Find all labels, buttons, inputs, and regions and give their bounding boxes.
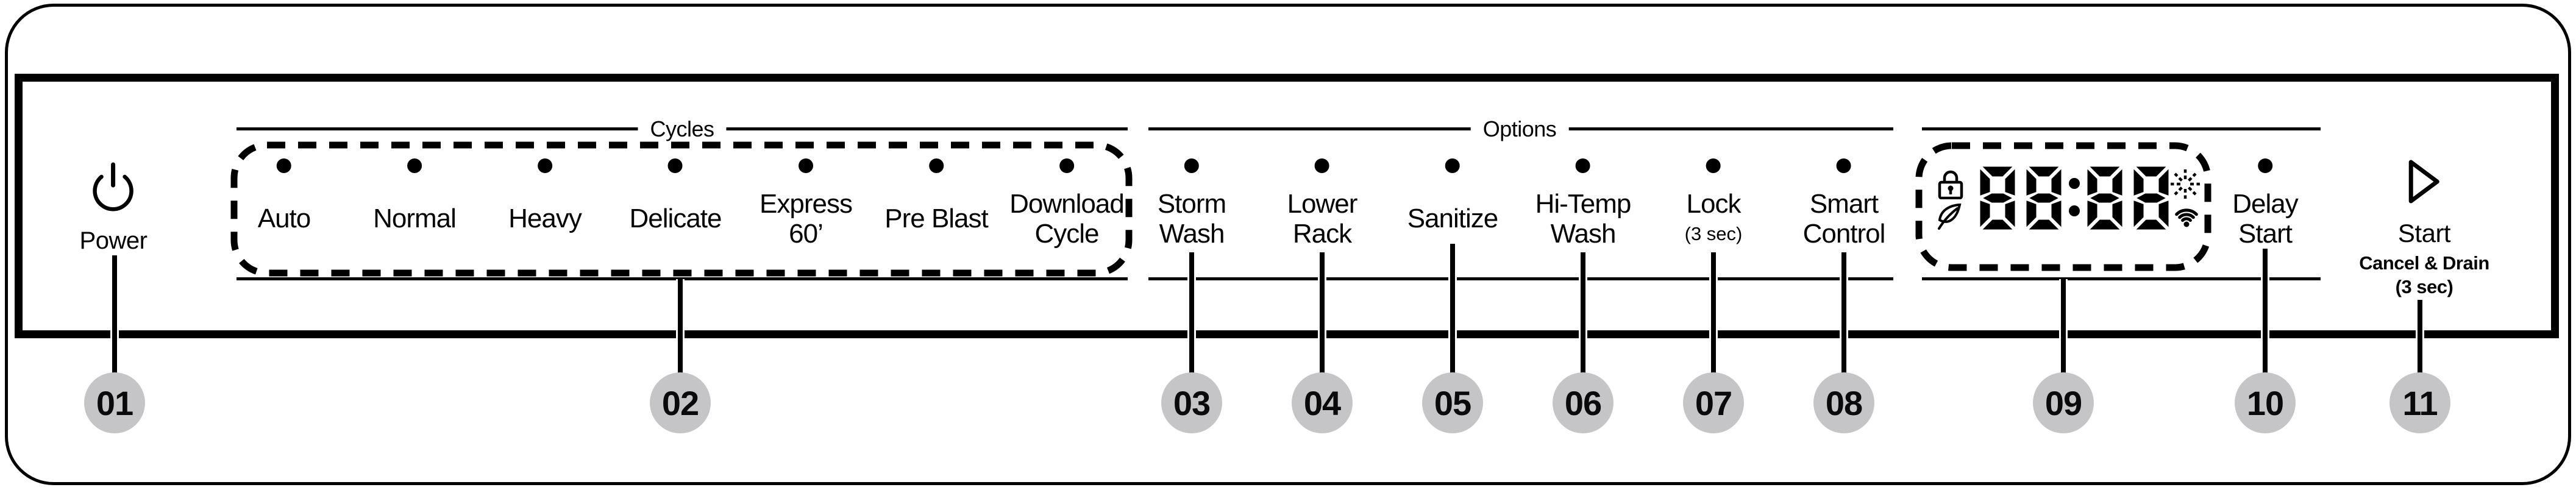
callout-number-07: 07 xyxy=(1683,372,1744,433)
cycles-dashed-outline xyxy=(230,141,1133,277)
start-button[interactable]: Start Cancel & Drain (3 sec) xyxy=(2359,159,2489,299)
delay-start-button[interactable]: Delay Start xyxy=(2232,158,2299,249)
indicator-dot xyxy=(407,158,422,173)
option-label: Storm xyxy=(1157,189,1226,219)
indicator-dot xyxy=(1445,158,1460,173)
cancel-drain-label: Cancel & Drain xyxy=(2359,252,2489,274)
indicator-dot xyxy=(1059,158,1074,173)
seven-segment-display xyxy=(1979,166,2169,230)
option-label: Sanitize xyxy=(1407,204,1499,233)
cycle-label: Heavy xyxy=(508,204,582,233)
indicator-dot xyxy=(1706,158,1721,173)
option-label: Wash xyxy=(1159,219,1225,249)
indicator-dot xyxy=(1315,158,1329,173)
callout-line-11 xyxy=(2416,300,2424,375)
callout-number-11: 11 xyxy=(2389,372,2450,433)
callout-line-09 xyxy=(2059,279,2068,375)
option-hi-temp-wash-button[interactable]: Hi-Temp Wash xyxy=(1535,158,1631,249)
cycle-normal-button[interactable]: Normal xyxy=(373,158,457,233)
cycle-label: Express xyxy=(760,189,853,219)
start-label: Start xyxy=(2397,219,2451,247)
callout-line-02 xyxy=(676,279,685,375)
callout-line-01 xyxy=(110,255,119,375)
callout-line-05 xyxy=(1448,244,1457,375)
option-sublabel: (3 sec) xyxy=(1684,223,1743,244)
callout-line-10 xyxy=(2261,249,2269,375)
delay-start-label: Delay xyxy=(2232,189,2298,219)
indicator-dot xyxy=(798,158,813,173)
callout-line-08 xyxy=(1840,252,1848,375)
power-icon xyxy=(93,162,134,211)
option-label: Wash xyxy=(1550,219,1617,249)
callout-number-03: 03 xyxy=(1161,372,1222,433)
callout-number-04: 04 xyxy=(1292,372,1353,433)
indicator-dot xyxy=(1837,158,1851,173)
callout-number-05: 05 xyxy=(1422,372,1483,433)
callout-line-07 xyxy=(1709,252,1718,375)
option-storm-wash-button[interactable]: Storm Wash xyxy=(1158,158,1226,249)
callout-line-04 xyxy=(1318,252,1326,375)
cycle-pre-blast-button[interactable]: Pre Blast xyxy=(884,158,989,233)
indicator-dot xyxy=(668,158,683,173)
callout-number-10: 10 xyxy=(2235,372,2296,433)
option-smart-control-button[interactable]: Smart Control xyxy=(1803,158,1885,249)
power-button[interactable]: Power xyxy=(80,162,148,254)
option-lower-rack-button[interactable]: Lower Rack xyxy=(1287,158,1357,249)
start-triangle-icon xyxy=(2408,160,2439,204)
option-label: Smart xyxy=(1809,189,1879,219)
sanitize-burst-icon xyxy=(2171,169,2200,199)
option-lock-button[interactable]: Lock (3 sec) xyxy=(1684,158,1743,249)
cycle-express-60-button[interactable]: Express 60’ xyxy=(760,158,853,249)
cycle-label: Delicate xyxy=(629,204,722,233)
indicator-dot xyxy=(2258,158,2272,173)
display-group-underline xyxy=(1922,277,2321,280)
option-label: Hi-Temp xyxy=(1535,189,1632,219)
cycle-download-cycle-button[interactable]: Download Cycle xyxy=(1009,158,1125,249)
cycle-auto-button[interactable]: Auto xyxy=(258,158,311,233)
cycles-group-underline xyxy=(237,277,1128,280)
callout-line-06 xyxy=(1579,252,1587,375)
option-label: Lock xyxy=(1686,189,1742,219)
options-group-underline xyxy=(1148,277,1893,280)
indicator-dot xyxy=(538,158,552,173)
option-label: Lower xyxy=(1287,189,1358,219)
power-label: Power xyxy=(79,227,148,254)
callout-line-03 xyxy=(1187,252,1196,375)
control-panel-band xyxy=(15,74,2559,338)
display-dashed-outline xyxy=(1915,142,2211,271)
cycle-label: Normal xyxy=(373,204,457,233)
option-label: Control xyxy=(1802,219,1886,249)
wifi-icon xyxy=(2175,208,2198,227)
cycle-label: Pre Blast xyxy=(884,204,989,233)
callout-number-02: 02 xyxy=(650,372,711,433)
cycle-label: Download xyxy=(1009,189,1125,219)
cycles-group-title: Cycles xyxy=(638,116,727,142)
indicator-dot xyxy=(1184,158,1199,173)
eco-leaf-icon xyxy=(1938,203,1962,230)
indicator-dot xyxy=(1575,158,1590,173)
callout-number-08: 08 xyxy=(1813,372,1874,433)
callout-number-01: 01 xyxy=(84,372,145,433)
cycle-label: Cycle xyxy=(1034,219,1099,249)
indicator-dot xyxy=(928,158,944,173)
indicator-dot xyxy=(276,158,291,173)
callout-number-06: 06 xyxy=(1553,372,1614,433)
cycle-label: 60’ xyxy=(789,219,824,249)
cycle-heavy-button[interactable]: Heavy xyxy=(508,158,582,233)
option-sanitize-button[interactable]: Sanitize xyxy=(1407,158,1498,233)
display-group-overline xyxy=(1922,127,2321,130)
option-label: Rack xyxy=(1292,219,1352,249)
delay-start-label: Start xyxy=(2238,219,2293,249)
callout-number-09: 09 xyxy=(2033,372,2094,433)
lock-icon xyxy=(1938,170,1963,199)
cycle-delicate-button[interactable]: Delicate xyxy=(630,158,722,233)
options-group-title: Options xyxy=(1470,116,1569,142)
cycle-label: Auto xyxy=(257,204,311,233)
cancel-drain-duration-label: (3 sec) xyxy=(2395,276,2453,297)
